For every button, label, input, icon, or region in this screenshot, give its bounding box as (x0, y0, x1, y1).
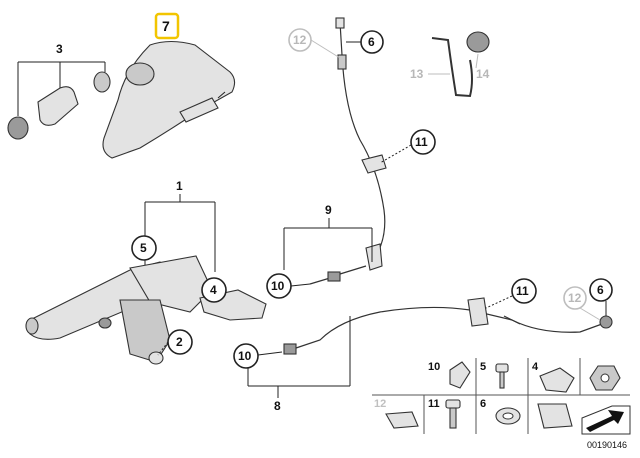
callout-11-lower: 11 (516, 284, 529, 298)
callout-4: 4 (210, 283, 217, 297)
callout-11-upper: 11 (415, 135, 428, 149)
callout-7: 7 (162, 18, 170, 34)
legend-r2-c2: 6 (480, 398, 486, 410)
cable-grommet (466, 31, 490, 53)
reference-number: 00190146 (587, 440, 627, 450)
callout-11-upper-circle (410, 129, 436, 155)
legend-grid: 10 5 4 12 11 6 (372, 358, 631, 435)
callout-6-top: 6 (368, 35, 375, 49)
callout-12-top: 12 (293, 33, 307, 47)
handbrake-lever (25, 255, 267, 365)
legend-r2-c0: 12 (374, 398, 386, 410)
callout-6-lower-circle (589, 278, 613, 302)
upper-cable (335, 17, 387, 271)
callout-13: 13 (410, 67, 424, 81)
legend-r2-c1: 11 (428, 398, 440, 410)
callout-14: 14 (476, 67, 490, 81)
parking-brake-boot (102, 40, 236, 159)
callout-7-highlight (154, 12, 180, 40)
legend-r1-c2: 5 (480, 361, 486, 373)
callout-2: 2 (176, 335, 183, 349)
callout-11-lower-circle (511, 278, 537, 304)
retaining-clip (431, 37, 473, 98)
callout-12-lower-circle (563, 286, 587, 310)
callout-3: 3 (56, 42, 63, 56)
grommet (93, 71, 111, 93)
sleeve (37, 86, 79, 126)
lower-cable (257, 297, 613, 356)
callout-12-lower: 12 (568, 291, 582, 305)
callout-1: 1 (176, 179, 183, 193)
callout-8: 8 (274, 399, 281, 413)
callout-4-circle (201, 277, 227, 303)
rubber-cap (7, 116, 29, 140)
callout-10-lower-circle (233, 343, 259, 369)
callout-5: 5 (140, 241, 147, 255)
legend-r1-c1: 10 (428, 361, 440, 373)
legend-r1-c3: 4 (532, 361, 539, 373)
callout-9: 9 (325, 203, 332, 217)
callout-10-upper: 10 (271, 279, 285, 293)
callout-6-lower: 6 (597, 283, 604, 297)
callout-10-lower: 10 (238, 349, 252, 363)
callout-5-circle (131, 235, 157, 261)
upper-cable-end (290, 265, 367, 287)
